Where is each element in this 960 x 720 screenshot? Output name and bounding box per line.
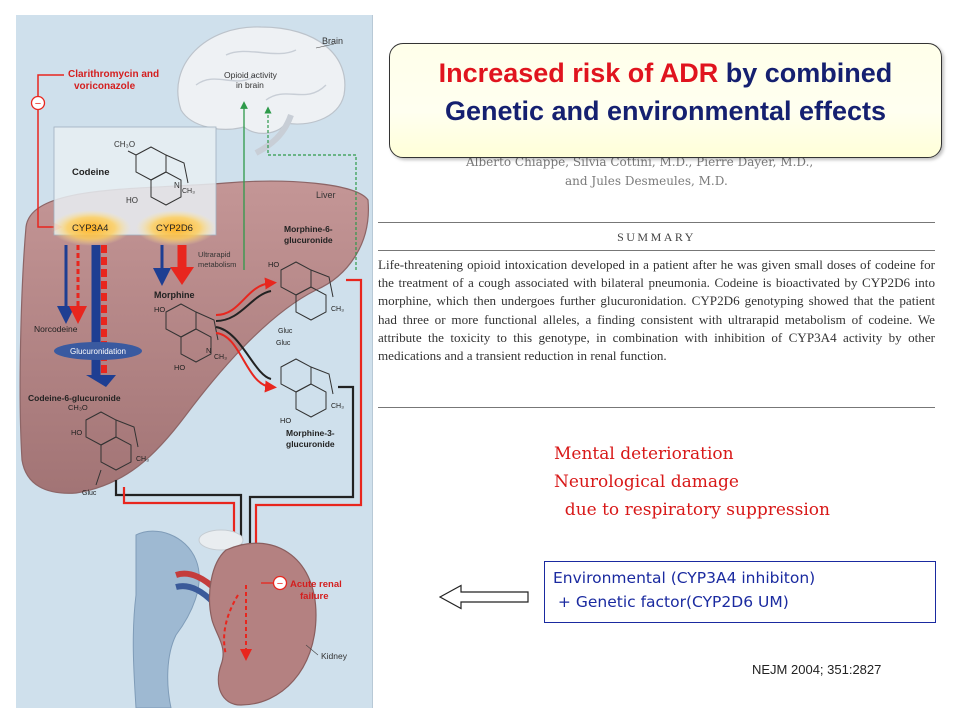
summary-text: Life-threatening opioid intoxication dev… [378, 257, 935, 364]
glucuronidation-label: Glucuronidation [70, 347, 126, 356]
svg-text:HO: HO [174, 363, 185, 372]
svg-text:Gluc: Gluc [82, 490, 97, 497]
summary-top-rule [378, 222, 935, 223]
title-red-part: Increased risk of ADR [438, 58, 719, 88]
svg-text:CH₃: CH₃ [136, 456, 149, 463]
authors-line-2: and Jules Desmeules, M.D. [565, 174, 728, 188]
title-line-2: Genetic and environmental effects [444, 96, 887, 126]
kidney-label: Kidney [321, 651, 348, 661]
svg-text:HO: HO [268, 260, 279, 269]
cyp3a4-label: CYP3A4 [72, 223, 108, 234]
m6g-label: Morphine-6- [284, 224, 333, 234]
cyp3a4-glow [51, 210, 131, 246]
opioid-activity-label-2: in brain [236, 80, 264, 90]
pathway-figure: Brain Opioid activity in brain Liver Cla… [16, 15, 373, 708]
renal-failure-label-2: failure [300, 591, 329, 602]
brain-label: Brain [322, 36, 343, 46]
cyp2d6-glow [136, 210, 216, 246]
norcodeine-label: Norcodeine [34, 324, 78, 334]
title-line-1: Increased risk of ADR by combined [390, 58, 941, 89]
inhibitors-label: Clarithromycin and [68, 69, 159, 80]
cause-environmental: Environmental (CYP3A4 inhibiton) [553, 569, 816, 587]
svg-text:CH₃: CH₃ [182, 188, 195, 195]
svg-text:−: − [277, 578, 283, 590]
svg-text:HO: HO [71, 428, 82, 437]
svg-text:CH₃O: CH₃O [68, 403, 88, 412]
summary-bottom-rule [378, 407, 935, 408]
m3g-structure [280, 358, 334, 418]
svg-text:Ultrarapid: Ultrarapid [198, 250, 231, 259]
svg-text:HO: HO [126, 196, 138, 205]
svg-text:metabolism: metabolism [198, 260, 236, 269]
renal-minus-icon: − [272, 575, 288, 591]
title-navy-part: by combined [718, 58, 893, 88]
codeine-metabolism-illustration: Brain Opioid activity in brain Liver Cla… [19, 26, 369, 708]
left-arrow-icon [439, 584, 529, 610]
codeine6g-label: Codeine-6-glucuronide [28, 393, 121, 403]
codeine-label: Codeine [72, 167, 109, 178]
svg-text:CH₃O: CH₃O [114, 140, 135, 149]
inhibitors-label-2: voriconazole [74, 81, 136, 92]
cyp2d6-label: CYP2D6 [156, 223, 193, 234]
authors-line-1: Alberto Chiappe, Silvia Cottini, M.D., P… [466, 155, 814, 169]
effect-item: Neurological damage [554, 472, 739, 492]
inhibition-minus-icon: − [30, 95, 46, 111]
svg-text:CH₃: CH₃ [331, 306, 344, 313]
kidney-shape [209, 542, 317, 706]
effect-item: Mental deterioration [554, 444, 734, 464]
svg-text:Gluc: Gluc [276, 340, 291, 347]
title-box: Increased risk of ADR by combined Geneti… [389, 43, 942, 158]
effect-item: due to respiratory suppression [554, 500, 830, 520]
summary-heading: SUMMARY [617, 230, 696, 244]
summary-heading-rule [378, 250, 935, 251]
m3g-label-2: glucuronide [286, 439, 335, 449]
codeine-structure [127, 146, 189, 206]
svg-text:HO: HO [280, 416, 291, 425]
cause-box: Environmental (CYP3A4 inhibiton) + Genet… [544, 561, 936, 623]
svg-text:N: N [206, 346, 211, 355]
svg-text:Gluc: Gluc [278, 328, 293, 335]
opioid-activity-label: Opioid activity [224, 70, 278, 80]
codeine6g-structure [85, 411, 139, 486]
glucuronidation-pill [54, 342, 142, 360]
svg-text:−: − [35, 98, 41, 110]
m6g-structure [280, 261, 334, 321]
cause-genetic: + Genetic factor(CYP2D6 UM) [553, 593, 789, 611]
svg-text:N: N [174, 181, 180, 190]
svg-text:CH₃: CH₃ [214, 354, 227, 361]
svg-text:HO: HO [154, 305, 165, 314]
renal-failure-label: Acute renal [290, 579, 342, 590]
liver-label: Liver [316, 190, 336, 200]
m3g-label: Morphine-3- [286, 428, 335, 438]
m6g-label-2: glucuronide [284, 235, 333, 245]
brain-shape [177, 26, 346, 156]
morphine-label: Morphine [154, 290, 195, 300]
svg-text:CH₃: CH₃ [331, 403, 344, 410]
citation: NEJM 2004; 351:2827 [752, 662, 882, 677]
